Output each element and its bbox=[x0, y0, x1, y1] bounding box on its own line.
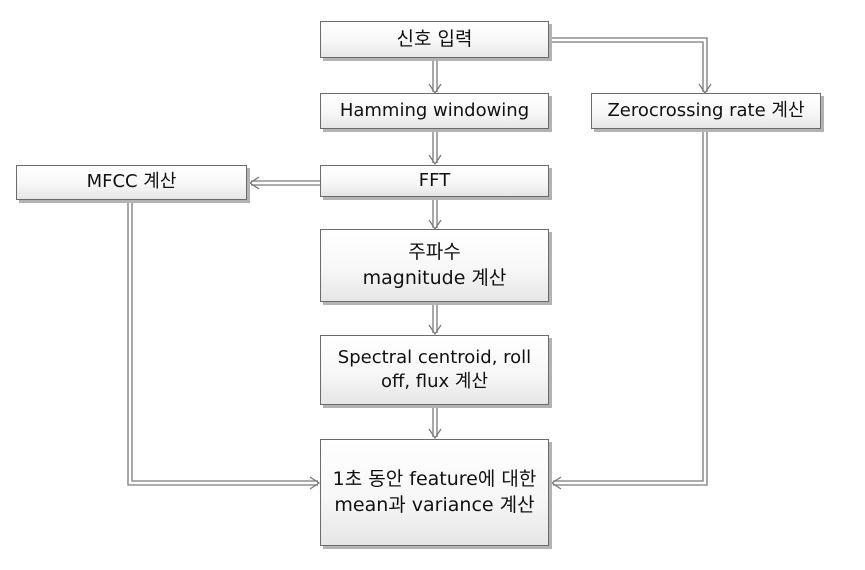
edge-input-zcr bbox=[550, 37, 712, 95]
node-fft: FFT bbox=[320, 165, 549, 197]
node-hamming-label: Hamming windowing bbox=[339, 99, 530, 121]
node-mfcc-label: MFCC 계산 bbox=[86, 171, 177, 193]
edge-mfcc-stats bbox=[127, 200, 321, 490]
node-signal-input: 신호 입력 bbox=[320, 21, 549, 58]
node-fft-label: FFT bbox=[418, 169, 451, 191]
edge-hamming-fft bbox=[428, 129, 442, 166]
node-spectral-label: Spectral centroid, roll off, flux 계산 bbox=[337, 346, 532, 392]
node-spectral-features: Spectral centroid, roll off, flux 계산 bbox=[320, 335, 549, 405]
node-hamming-windowing: Hamming windowing bbox=[320, 93, 549, 129]
edge-input-hamming bbox=[428, 58, 442, 95]
edge-fft-mfcc bbox=[248, 176, 320, 190]
node-mfcc: MFCC 계산 bbox=[16, 165, 247, 200]
node-zcr-label: Zerocrossing rate 계산 bbox=[607, 99, 805, 121]
edge-magnitude-spectral bbox=[428, 302, 442, 336]
node-magnitude-label: 주파수 magnitude 계산 bbox=[362, 240, 507, 289]
edge-spectral-stats bbox=[428, 405, 442, 440]
node-signal-input-label: 신호 입력 bbox=[396, 27, 473, 50]
edge-zcr-stats bbox=[550, 130, 708, 490]
node-stats-label: 1초 동안 feature에 대한 mean과 variance 계산 bbox=[332, 467, 537, 516]
node-mean-variance: 1초 동안 feature에 대한 mean과 variance 계산 bbox=[320, 439, 549, 546]
node-zerocrossing-rate: Zerocrossing rate 계산 bbox=[591, 93, 821, 129]
node-frequency-magnitude: 주파수 magnitude 계산 bbox=[320, 229, 549, 302]
edge-fft-magnitude bbox=[428, 197, 442, 231]
